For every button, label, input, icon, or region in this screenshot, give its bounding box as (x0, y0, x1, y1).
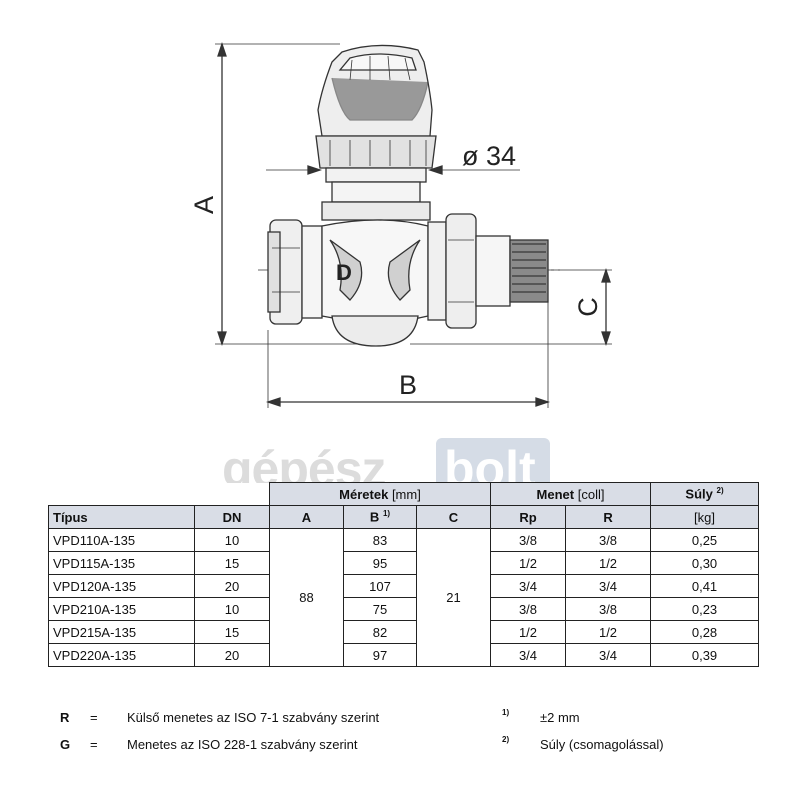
col-header-tipus: Típus (48, 505, 195, 529)
table-row: VPD220A-135 20 97 3/4 3/4 0,39 (48, 643, 760, 667)
dim-a-label: A (189, 196, 219, 214)
cell-r: 3/4 (564, 574, 652, 598)
cell-rp: 1/2 (490, 551, 566, 575)
cell-type: VPD110A-135 (48, 528, 195, 552)
cell-weight: 0,30 (650, 551, 760, 575)
cell-b: 82 (343, 620, 417, 644)
notes-section: R = Külső menetes az ISO 7-1 szabvány sz… (0, 700, 800, 770)
col-header-kg: [kg] (650, 505, 760, 529)
cell-weight: 0,39 (650, 643, 760, 667)
table-row: VPD210A-135 10 75 3/8 3/8 0,23 (48, 597, 760, 621)
footnote-1-text: ±2 mm (540, 710, 580, 725)
col-header-dn: DN (194, 505, 270, 529)
cell-b: 107 (343, 574, 417, 598)
col-header-b: B 1) (343, 505, 417, 529)
col-header-rp: Rp (490, 505, 566, 529)
valve-technical-drawing: A B C ø 34 D (189, 41, 612, 408)
dim-b-label: B (399, 370, 417, 400)
valve-body-mark: D (336, 260, 352, 285)
cell-b: 75 (343, 597, 417, 621)
cell-rp: 3/8 (490, 597, 566, 621)
note-g-key: G (60, 737, 71, 752)
empty-header-cell (48, 482, 270, 506)
footnote-1-mark: 1) (502, 708, 510, 717)
cell-rp: 1/2 (490, 620, 566, 644)
cell-r: 3/4 (564, 643, 652, 667)
cell-r: 3/8 (564, 597, 652, 621)
note-g-text: Menetes az ISO 228-1 szabvány szerint (127, 737, 358, 752)
col-header-a: A (269, 505, 344, 529)
footnote-2-text: Súly (csomagolással) (540, 737, 664, 752)
spec-table: Méretek [mm] Menet [coll] Súly 2) Típus … (48, 482, 760, 667)
cell-type: VPD220A-135 (48, 643, 195, 667)
menet-group-header: Menet [coll] (489, 482, 652, 506)
table-column-header-row: Típus DN A B 1) C Rp R [kg] (48, 505, 760, 529)
cell-weight: 0,41 (650, 574, 760, 598)
cell-rp: 3/8 (490, 528, 566, 552)
cell-type: VPD120A-135 (48, 574, 195, 598)
cell-r: 1/2 (564, 620, 652, 644)
dim-c-label: C (573, 297, 603, 317)
cell-c-merged: 21 (416, 528, 491, 667)
table-row: VPD115A-135 15 95 1/2 1/2 0,30 (48, 551, 760, 575)
cell-rp: 3/4 (490, 643, 566, 667)
table-row: VPD215A-135 15 82 1/2 1/2 0,28 (48, 620, 760, 644)
cell-weight: 0,23 (650, 597, 760, 621)
table-group-header-row: Méretek [mm] Menet [coll] Súly 2) (48, 482, 760, 506)
cell-type: VPD210A-135 (48, 597, 195, 621)
cell-dn: 15 (194, 551, 270, 575)
cell-dn: 20 (194, 643, 270, 667)
cell-dn: 20 (194, 574, 270, 598)
cell-weight: 0,28 (650, 620, 760, 644)
col-header-r: R (564, 505, 652, 529)
cell-dn: 10 (194, 528, 270, 552)
dim-diameter-label: ø 34 (462, 141, 516, 171)
suly-group-header: Súly 2) (650, 482, 760, 506)
note-r-equals: = (90, 710, 98, 725)
note-r-key: R (60, 710, 70, 725)
table-row: VPD120A-135 20 107 3/4 3/4 0,41 (48, 574, 760, 598)
cell-weight: 0,25 (650, 528, 760, 552)
cell-dn: 15 (194, 620, 270, 644)
cell-a-merged: 88 (269, 528, 344, 667)
cell-type: VPD115A-135 (48, 551, 195, 575)
cell-b: 95 (343, 551, 417, 575)
cell-b: 97 (343, 643, 417, 667)
cell-b: 83 (343, 528, 417, 552)
note-r-text: Külső menetes az ISO 7-1 szabvány szerin… (127, 710, 380, 725)
cell-rp: 3/4 (490, 574, 566, 598)
note-g-equals: = (90, 737, 98, 752)
table-row: VPD110A-135 10 88 83 21 3/8 3/8 0,25 (48, 528, 760, 667)
cell-r: 3/8 (564, 528, 652, 552)
cell-r: 1/2 (564, 551, 652, 575)
meretek-group-header: Méretek [mm] (269, 482, 491, 506)
col-header-c: C (416, 505, 491, 529)
cell-dn: 10 (194, 597, 270, 621)
footnote-2-mark: 2) (502, 735, 510, 744)
cell-type: VPD215A-135 (48, 620, 195, 644)
